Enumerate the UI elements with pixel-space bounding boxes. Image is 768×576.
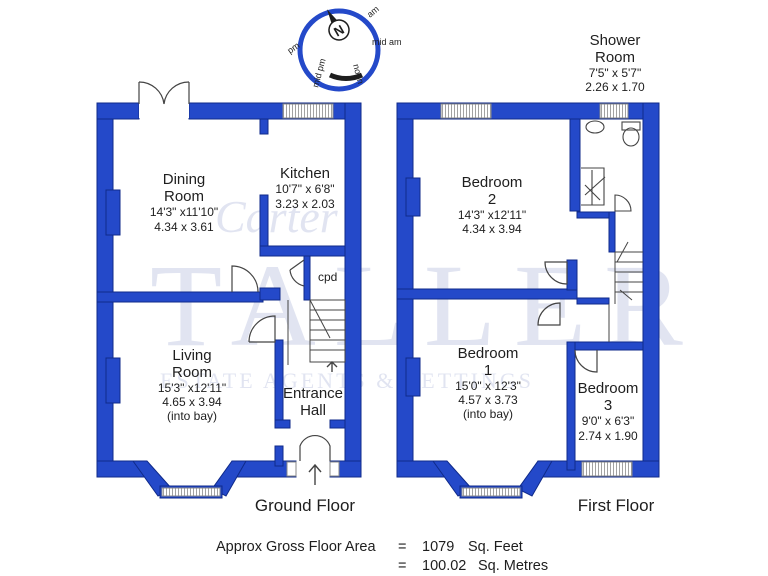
bed2-name-2: 2 (488, 191, 496, 208)
front-window-left (286, 461, 297, 477)
toilet-cistern-icon (621, 121, 641, 131)
first-staircase (608, 241, 643, 342)
ground-interior-doors (231, 259, 331, 461)
shower-head-icon (584, 170, 606, 205)
compass-noon: noon (351, 63, 366, 85)
dining-room-label: Dining Room 14'3" x11'10" 4.34 x 3.61 (150, 171, 218, 234)
bay-window (161, 487, 221, 497)
shower-fixtures (581, 120, 641, 212)
bed3-name-2: 3 (604, 397, 612, 414)
living-note: (into bay) (167, 409, 217, 423)
bed2-imperial: 14'3" x12'11" (458, 208, 526, 222)
compass-arc-am (297, 49, 381, 92)
hall-name-2: Hall (300, 402, 326, 419)
bed2-metric: 4.34 x 3.94 (462, 222, 522, 236)
living-name-1: Living (172, 347, 211, 364)
area-sqft-unit: Sq. Feet (468, 539, 523, 555)
area-sqm-unit: Sq. Metres (478, 558, 548, 574)
kitchen-imperial: 10'7" x 6'8" (275, 182, 334, 196)
kitchen-name: Kitchen (280, 165, 330, 182)
toilet-icon (622, 127, 640, 147)
compass-am: am (365, 4, 381, 20)
compass-arc-pm (297, 8, 381, 51)
dining-imperial: 14'3" x11'10" (150, 205, 218, 219)
kitchen-metric: 3.23 x 2.03 (275, 197, 335, 211)
bed3-metric: 2.74 x 1.90 (578, 429, 638, 443)
front-window-right (329, 461, 340, 477)
dining-metric: 4.34 x 3.61 (154, 220, 214, 234)
sink-icon (585, 120, 605, 134)
bed3-imperial: 9'0" x 6'3" (582, 414, 634, 428)
cpd-label: cpd (318, 270, 337, 284)
bedroom2-label: Bedroom 2 14'3" x12'11" 4.34 x 3.94 (458, 174, 526, 236)
entrance-hall-label: Entrance Hall (283, 385, 343, 419)
bedroom3-window (581, 461, 633, 477)
area-eq-2: = (398, 558, 406, 574)
bed1-imperial: 15'0" x 12'3" (455, 379, 521, 393)
ground-floor-plan: Dining Room 14'3" x11'10" 4.34 x 3.61 Ki… (96, 81, 362, 515)
shower-window (599, 103, 629, 119)
shower-metric: 2.26 x 1.70 (585, 80, 645, 94)
first-floor-title: First Floor (578, 496, 655, 515)
floor-area-summary: Approx Gross Floor Area = 1079 Sq. Feet … (216, 539, 548, 574)
dining-name-1: Dining (163, 171, 206, 188)
bed3-name-1: Bedroom (578, 380, 639, 397)
shower-room-label: Shower Room 7'5" x 5'7" 2.26 x 1.70 (585, 32, 645, 94)
compass-mid-am: mid am (372, 37, 402, 47)
shower-name-1: Shower (590, 32, 641, 49)
bed1-note: (into bay) (463, 407, 513, 421)
area-sqft-value: 1079 (422, 539, 454, 555)
shower-door-swing (614, 194, 632, 212)
compass: N am mid am noon mid pm pm (285, 4, 402, 92)
north-arrow-icon: N (327, 9, 350, 41)
living-room-label: Living Room 15'3" x12'11" 4.65 x 3.94 (i… (158, 347, 226, 423)
ground-floor-title: Ground Floor (255, 496, 355, 515)
bed2-name-1: Bedroom (462, 174, 523, 191)
first-interior-doors (537, 261, 598, 373)
shower-name-2: Room (595, 49, 635, 66)
kitchen-label: Kitchen 10'7" x 6'8" 3.23 x 2.03 (275, 165, 335, 211)
kitchen-window (282, 103, 334, 119)
living-metric: 4.65 x 3.94 (162, 395, 222, 409)
living-imperial: 15'3" x12'11" (158, 381, 226, 395)
ground-staircase (287, 299, 346, 485)
bed1-name-1: Bedroom (458, 345, 519, 362)
bedroom2-window (440, 103, 492, 119)
watermark-script: Carter (215, 191, 339, 242)
bed1-name-2: 1 (484, 362, 492, 379)
shower-imperial: 7'5" x 5'7" (589, 66, 641, 80)
first-floor-plan: Shower Room 7'5" x 5'7" 2.26 x 1.70 Bedr… (396, 32, 660, 515)
dining-name-2: Room (164, 188, 204, 205)
hall-name-1: Entrance (283, 385, 343, 402)
living-name-2: Room (172, 364, 212, 381)
bedroom3-label: Bedroom 3 9'0" x 6'3" 2.74 x 1.90 (578, 380, 639, 443)
compass-arc-noon (328, 72, 364, 81)
bedroom1-bay-window (461, 487, 521, 497)
area-label: Approx Gross Floor Area (216, 539, 376, 555)
bedroom1-label: Bedroom 1 15'0" x 12'3" 4.57 x 3.73 (int… (455, 345, 521, 421)
bed1-metric: 4.57 x 3.73 (458, 393, 518, 407)
french-doors (138, 81, 190, 118)
area-sqm-value: 100.02 (422, 558, 466, 574)
area-eq-1: = (398, 539, 406, 555)
